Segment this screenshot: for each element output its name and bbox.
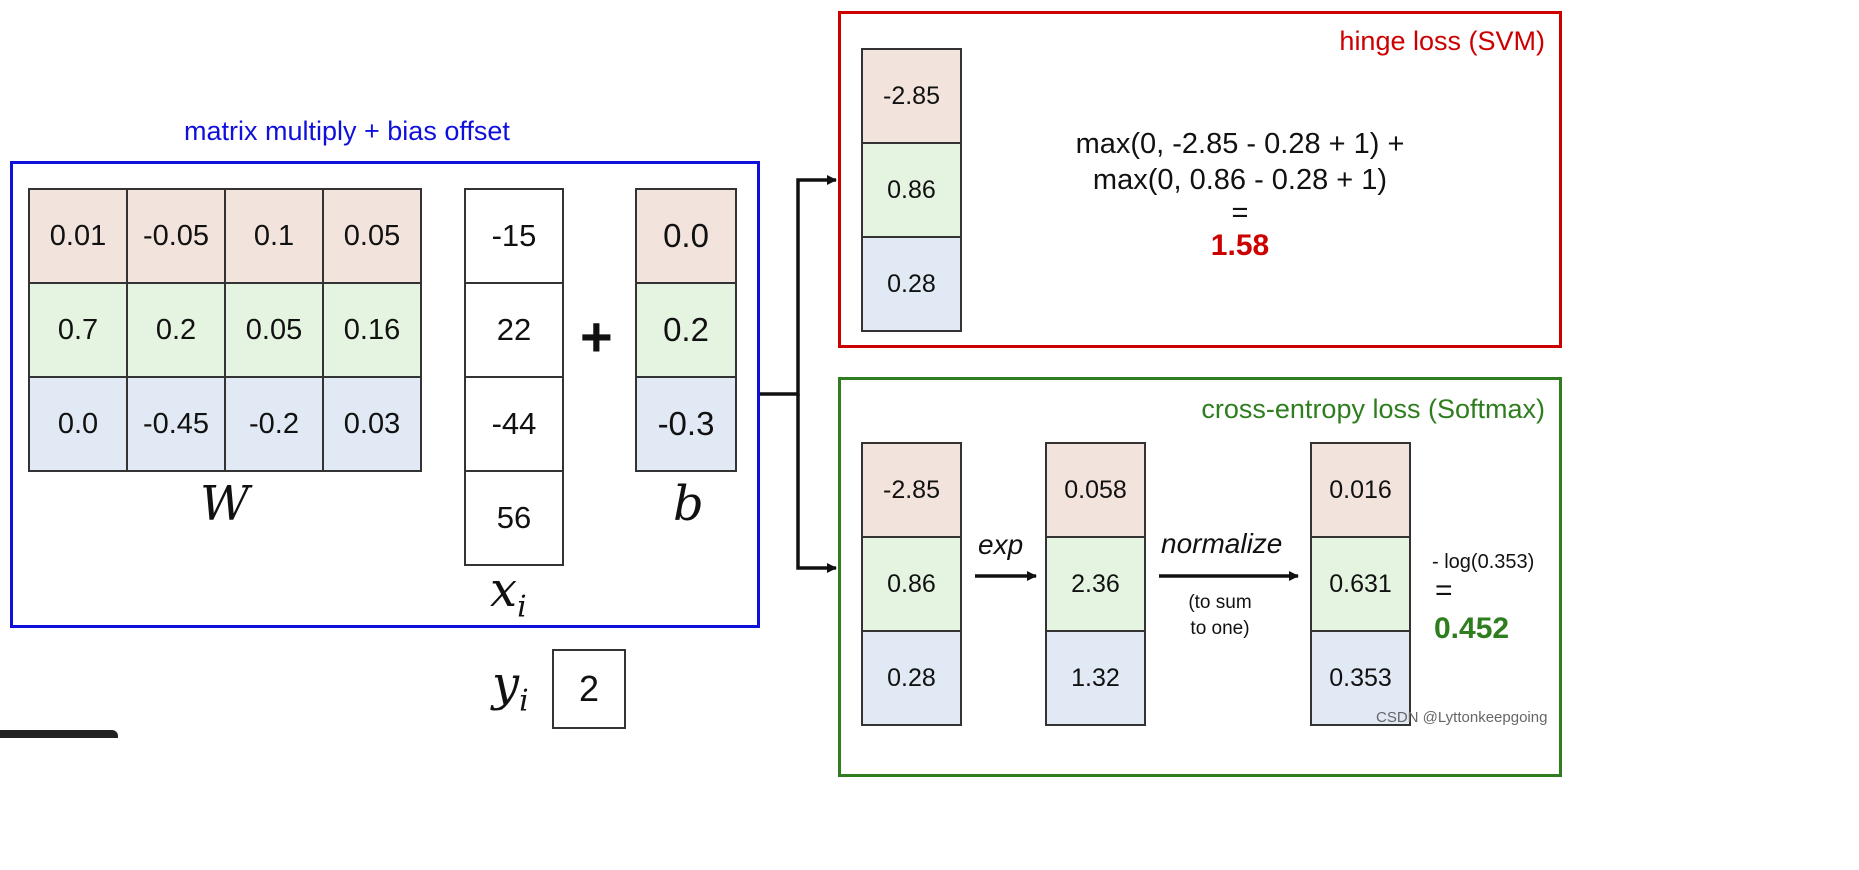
input-vector-label: xi — [490, 562, 527, 625]
x-cell: 56 — [464, 470, 564, 566]
svm-formula-line-2: max(0, 0.86 - 0.28 + 1) — [1092, 164, 1388, 196]
w-cell: -0.2 — [224, 376, 324, 472]
exp-cell: 1.32 — [1045, 630, 1146, 726]
prob-cell: 0.016 — [1310, 442, 1411, 538]
softmax-score-cell: 0.86 — [861, 536, 962, 632]
softmax-frame — [838, 377, 1562, 777]
weight-matrix-label: W — [200, 476, 250, 532]
normalize-note-line-2: to one) — [1190, 618, 1250, 639]
svm-equals: = — [1231, 197, 1249, 229]
plus-sign: + — [580, 305, 613, 368]
exp-label: exp — [978, 529, 1024, 560]
w-cell: 0.16 — [322, 282, 422, 378]
exp-cell: 0.058 — [1045, 442, 1146, 538]
watermark: CSDN @Lyttonkeepgoing — [1376, 709, 1548, 726]
w-cell: 0.7 — [28, 282, 128, 378]
video-progress-bar[interactable] — [0, 730, 118, 738]
b-cell: -0.3 — [635, 376, 737, 472]
softmax-result: 0.452 — [1434, 612, 1510, 645]
bias-vector-label: b — [673, 476, 704, 532]
linear-title: matrix multiply + bias offset — [184, 116, 510, 146]
normalize-note-line-1: (to sum — [1188, 592, 1252, 613]
x-cell: -44 — [464, 376, 564, 472]
w-cell: 0.0 — [28, 376, 128, 472]
prob-cell: 0.631 — [1310, 536, 1411, 632]
softmax-title: cross-entropy loss (Softmax) — [1201, 394, 1545, 424]
svm-formula-line-1: max(0, -2.85 - 0.28 + 1) + — [1075, 128, 1405, 160]
softmax-loss-expression: - log(0.353) — [1432, 551, 1535, 573]
svm-score-cell: 0.28 — [861, 236, 962, 332]
softmax-score-cell: -2.85 — [861, 442, 962, 538]
linear-frame — [10, 161, 760, 628]
softmax-score-cell: 0.28 — [861, 630, 962, 726]
target-label: yi — [492, 656, 529, 719]
normalize-note: (to sum to one) — [1170, 590, 1270, 642]
prob-cell: 0.353 — [1310, 630, 1411, 726]
w-cell: 0.01 — [28, 188, 128, 284]
normalize-label: normalize — [1161, 528, 1283, 559]
exp-cell: 2.36 — [1045, 536, 1146, 632]
svm-title: hinge loss (SVM) — [1339, 26, 1545, 56]
softmax-equals: = — [1435, 574, 1453, 607]
svm-formula: max(0, -2.85 - 0.28 + 1) + max(0, 0.86 -… — [1040, 126, 1440, 264]
target-value: 2 — [552, 649, 626, 729]
b-cell: 0.0 — [635, 188, 737, 284]
w-cell: 0.03 — [322, 376, 422, 472]
w-cell: -0.05 — [126, 188, 226, 284]
x-cell: 22 — [464, 282, 564, 378]
svm-score-cell: -2.85 — [861, 48, 962, 144]
svm-score-cell: 0.86 — [861, 142, 962, 238]
svm-frame — [838, 11, 1562, 348]
x-cell: -15 — [464, 188, 564, 284]
w-cell: -0.45 — [126, 376, 226, 472]
svm-result: 1.58 — [1210, 229, 1270, 262]
